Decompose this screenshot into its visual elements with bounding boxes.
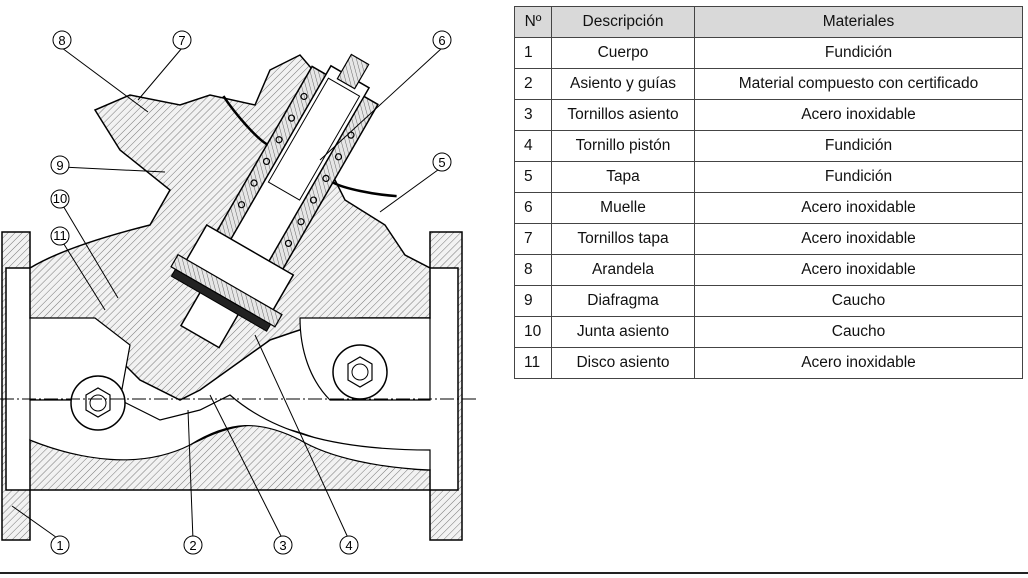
row-description: Disco asiento [551, 347, 695, 379]
header-materials: Materiales [694, 6, 1023, 38]
svg-text:10: 10 [53, 191, 67, 206]
row-material: Acero inoxidable [694, 254, 1023, 286]
svg-text:6: 6 [438, 33, 445, 48]
row-material: Caucho [694, 316, 1023, 348]
row-description: Junta asiento [551, 316, 695, 348]
row-number: 10 [514, 316, 552, 348]
left-port-bolt [70, 375, 126, 431]
svg-text:8: 8 [58, 33, 65, 48]
row-description: Asiento y guías [551, 68, 695, 100]
row-number: 7 [514, 223, 552, 255]
row-description: Diafragma [551, 285, 695, 317]
svg-text:1: 1 [56, 538, 63, 553]
callout-5: 5 [432, 152, 452, 172]
row-description: Tornillos tapa [551, 223, 695, 255]
row-material: Fundición [694, 37, 1023, 69]
row-number: 5 [514, 161, 552, 193]
row-number: 11 [514, 347, 552, 379]
right-flange [429, 231, 463, 541]
row-description: Tornillos asiento [551, 99, 695, 131]
svg-text:9: 9 [56, 158, 63, 173]
svg-text:2: 2 [189, 538, 196, 553]
row-number: 1 [514, 37, 552, 69]
callout-3: 3 [273, 535, 293, 555]
callout-7: 7 [172, 30, 192, 50]
row-number: 2 [514, 68, 552, 100]
leader-lines [11, 47, 443, 541]
row-material: Acero inoxidable [694, 347, 1023, 379]
row-description: Tornillo pistón [551, 130, 695, 162]
callout-9: 9 [50, 155, 70, 175]
row-description: Tapa [551, 161, 695, 193]
row-number: 9 [514, 285, 552, 317]
row-material: Acero inoxidable [694, 223, 1023, 255]
row-material: Acero inoxidable [694, 192, 1023, 224]
row-material: Fundición [694, 161, 1023, 193]
row-material: Material compuesto con certificado [694, 68, 1023, 100]
callout-4: 4 [339, 535, 359, 555]
row-number: 3 [514, 99, 552, 131]
row-number: 6 [514, 192, 552, 224]
svg-text:11: 11 [53, 228, 67, 243]
svg-text:3: 3 [279, 538, 286, 553]
row-material: Acero inoxidable [694, 99, 1023, 131]
bonnet-cylinder [170, 53, 397, 349]
svg-text:7: 7 [178, 33, 185, 48]
callout-6: 6 [432, 30, 452, 50]
callout-2: 2 [183, 535, 203, 555]
callout-11: 11 [50, 226, 70, 246]
row-number: 4 [514, 130, 552, 162]
svg-text:4: 4 [345, 538, 352, 553]
bottom-divider [0, 572, 1028, 574]
left-flange [1, 231, 31, 541]
svg-text:5: 5 [438, 155, 445, 170]
table-header-row: Nº Descripción Materiales [514, 6, 1023, 38]
row-material: Fundición [694, 130, 1023, 162]
row-material: Caucho [694, 285, 1023, 317]
header-number: Nº [514, 6, 552, 38]
row-description: Muelle [551, 192, 695, 224]
row-number: 8 [514, 254, 552, 286]
row-description: Arandela [551, 254, 695, 286]
right-port-bolt [332, 344, 388, 400]
callout-8: 8 [52, 30, 72, 50]
header-description: Descripción [551, 6, 695, 38]
callout-10: 10 [50, 189, 70, 209]
callout-1: 1 [50, 535, 70, 555]
valve-cross-section-drawing: 8 7 6 5 9 10 11 1 2 3 4 [0, 30, 478, 555]
row-description: Cuerpo [551, 37, 695, 69]
